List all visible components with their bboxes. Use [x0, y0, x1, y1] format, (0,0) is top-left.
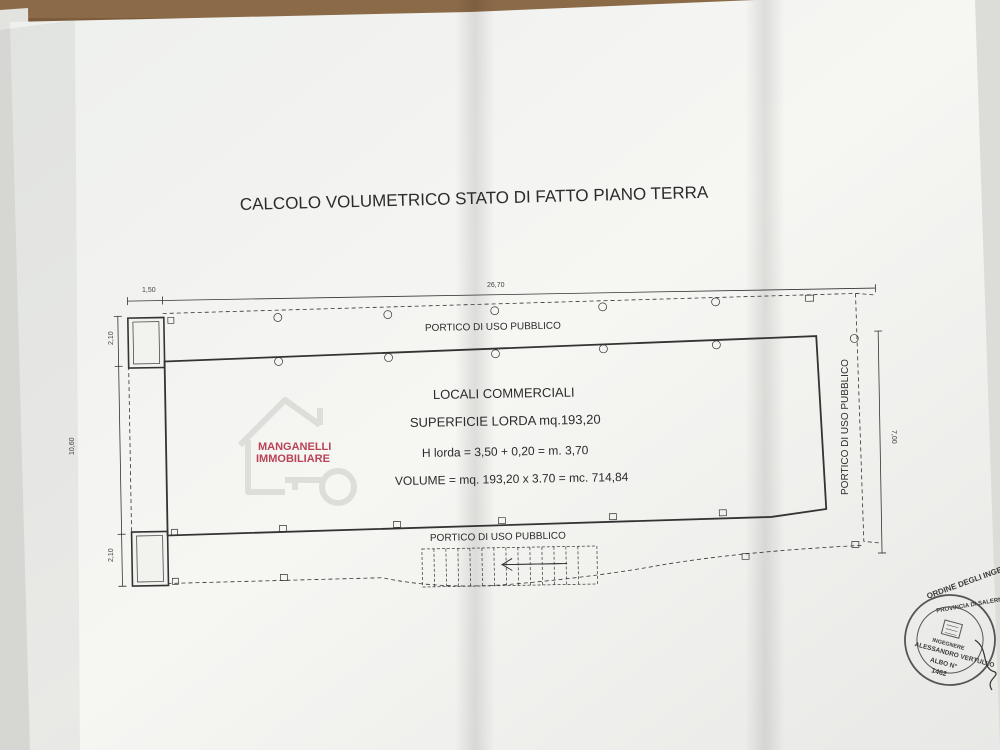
- label-portico-right: PORTICO DI USO PUBBLICO: [840, 359, 851, 495]
- column-top-left-inner: [132, 321, 160, 365]
- house-key-icon: [237, 397, 357, 506]
- dim-line-left: [117, 316, 123, 587]
- stairs: [421, 545, 598, 588]
- column-bottom-left-inner: [136, 535, 164, 583]
- portico-outline-bottom: [167, 544, 862, 587]
- label-portico-top: PORTICO DI USO PUBBLICO: [425, 321, 561, 334]
- floor-plan: [113, 284, 887, 588]
- label-portico-bottom: PORTICO DI USO PUBBLICO: [430, 531, 566, 544]
- fold-line-center: [455, 0, 495, 750]
- paper-sheet: [10, 0, 1000, 750]
- watermark-line1: MANGANELLI: [258, 441, 331, 453]
- dim-line-right: [877, 331, 883, 554]
- stairs-arrow-line: [502, 563, 568, 566]
- label-superficie-lorda: SUPERFICIE LORDA mq.193,20: [410, 412, 601, 430]
- stairs-arrow-head: [501, 558, 513, 571]
- signature-scribble: [974, 639, 997, 691]
- column-top-left: [127, 316, 166, 369]
- portico-outline-left: [128, 366, 132, 535]
- bottom-portico-pillars: [172, 541, 860, 585]
- dim-total-length: 26,70: [487, 282, 505, 289]
- dim-right-portico: 7,00: [890, 430, 897, 444]
- page-shadow-left: [0, 20, 80, 750]
- label-h-lorda: H lorda = 3,50 + 0,20 = m. 3,70: [422, 443, 589, 460]
- label-volume: VOLUME = mq. 193,20 x 3.70 = mc. 714,84: [395, 470, 629, 488]
- wall-pillars-bottom: [171, 509, 727, 536]
- dim-total-depth: 10,60: [69, 437, 76, 455]
- dim-left-width: 1,50: [142, 287, 156, 294]
- portico-outline-top: [162, 292, 876, 314]
- watermark-logo: MANGANELLI IMMOBILIARE: [237, 397, 357, 506]
- column-bottom-left: [130, 530, 170, 587]
- wall-pillars-top: [274, 340, 721, 366]
- label-locali-commerciali: LOCALI COMMERCIALI: [433, 385, 575, 402]
- right-portico-pillar: [849, 334, 859, 343]
- portico-outline-right: [855, 293, 880, 544]
- stamp-number: 1462: [931, 667, 948, 678]
- dim-top-portico: 2,10: [108, 331, 115, 345]
- dim-bottom-portico: 2,10: [108, 548, 115, 562]
- dim-line-top: [127, 287, 876, 302]
- fold-line-right: [745, 0, 785, 750]
- top-pillars: [167, 294, 814, 324]
- stamp-emblem: [940, 619, 963, 639]
- watermark-line2: IMMOBILIARE: [256, 453, 330, 465]
- commercial-block-outline: [163, 335, 828, 537]
